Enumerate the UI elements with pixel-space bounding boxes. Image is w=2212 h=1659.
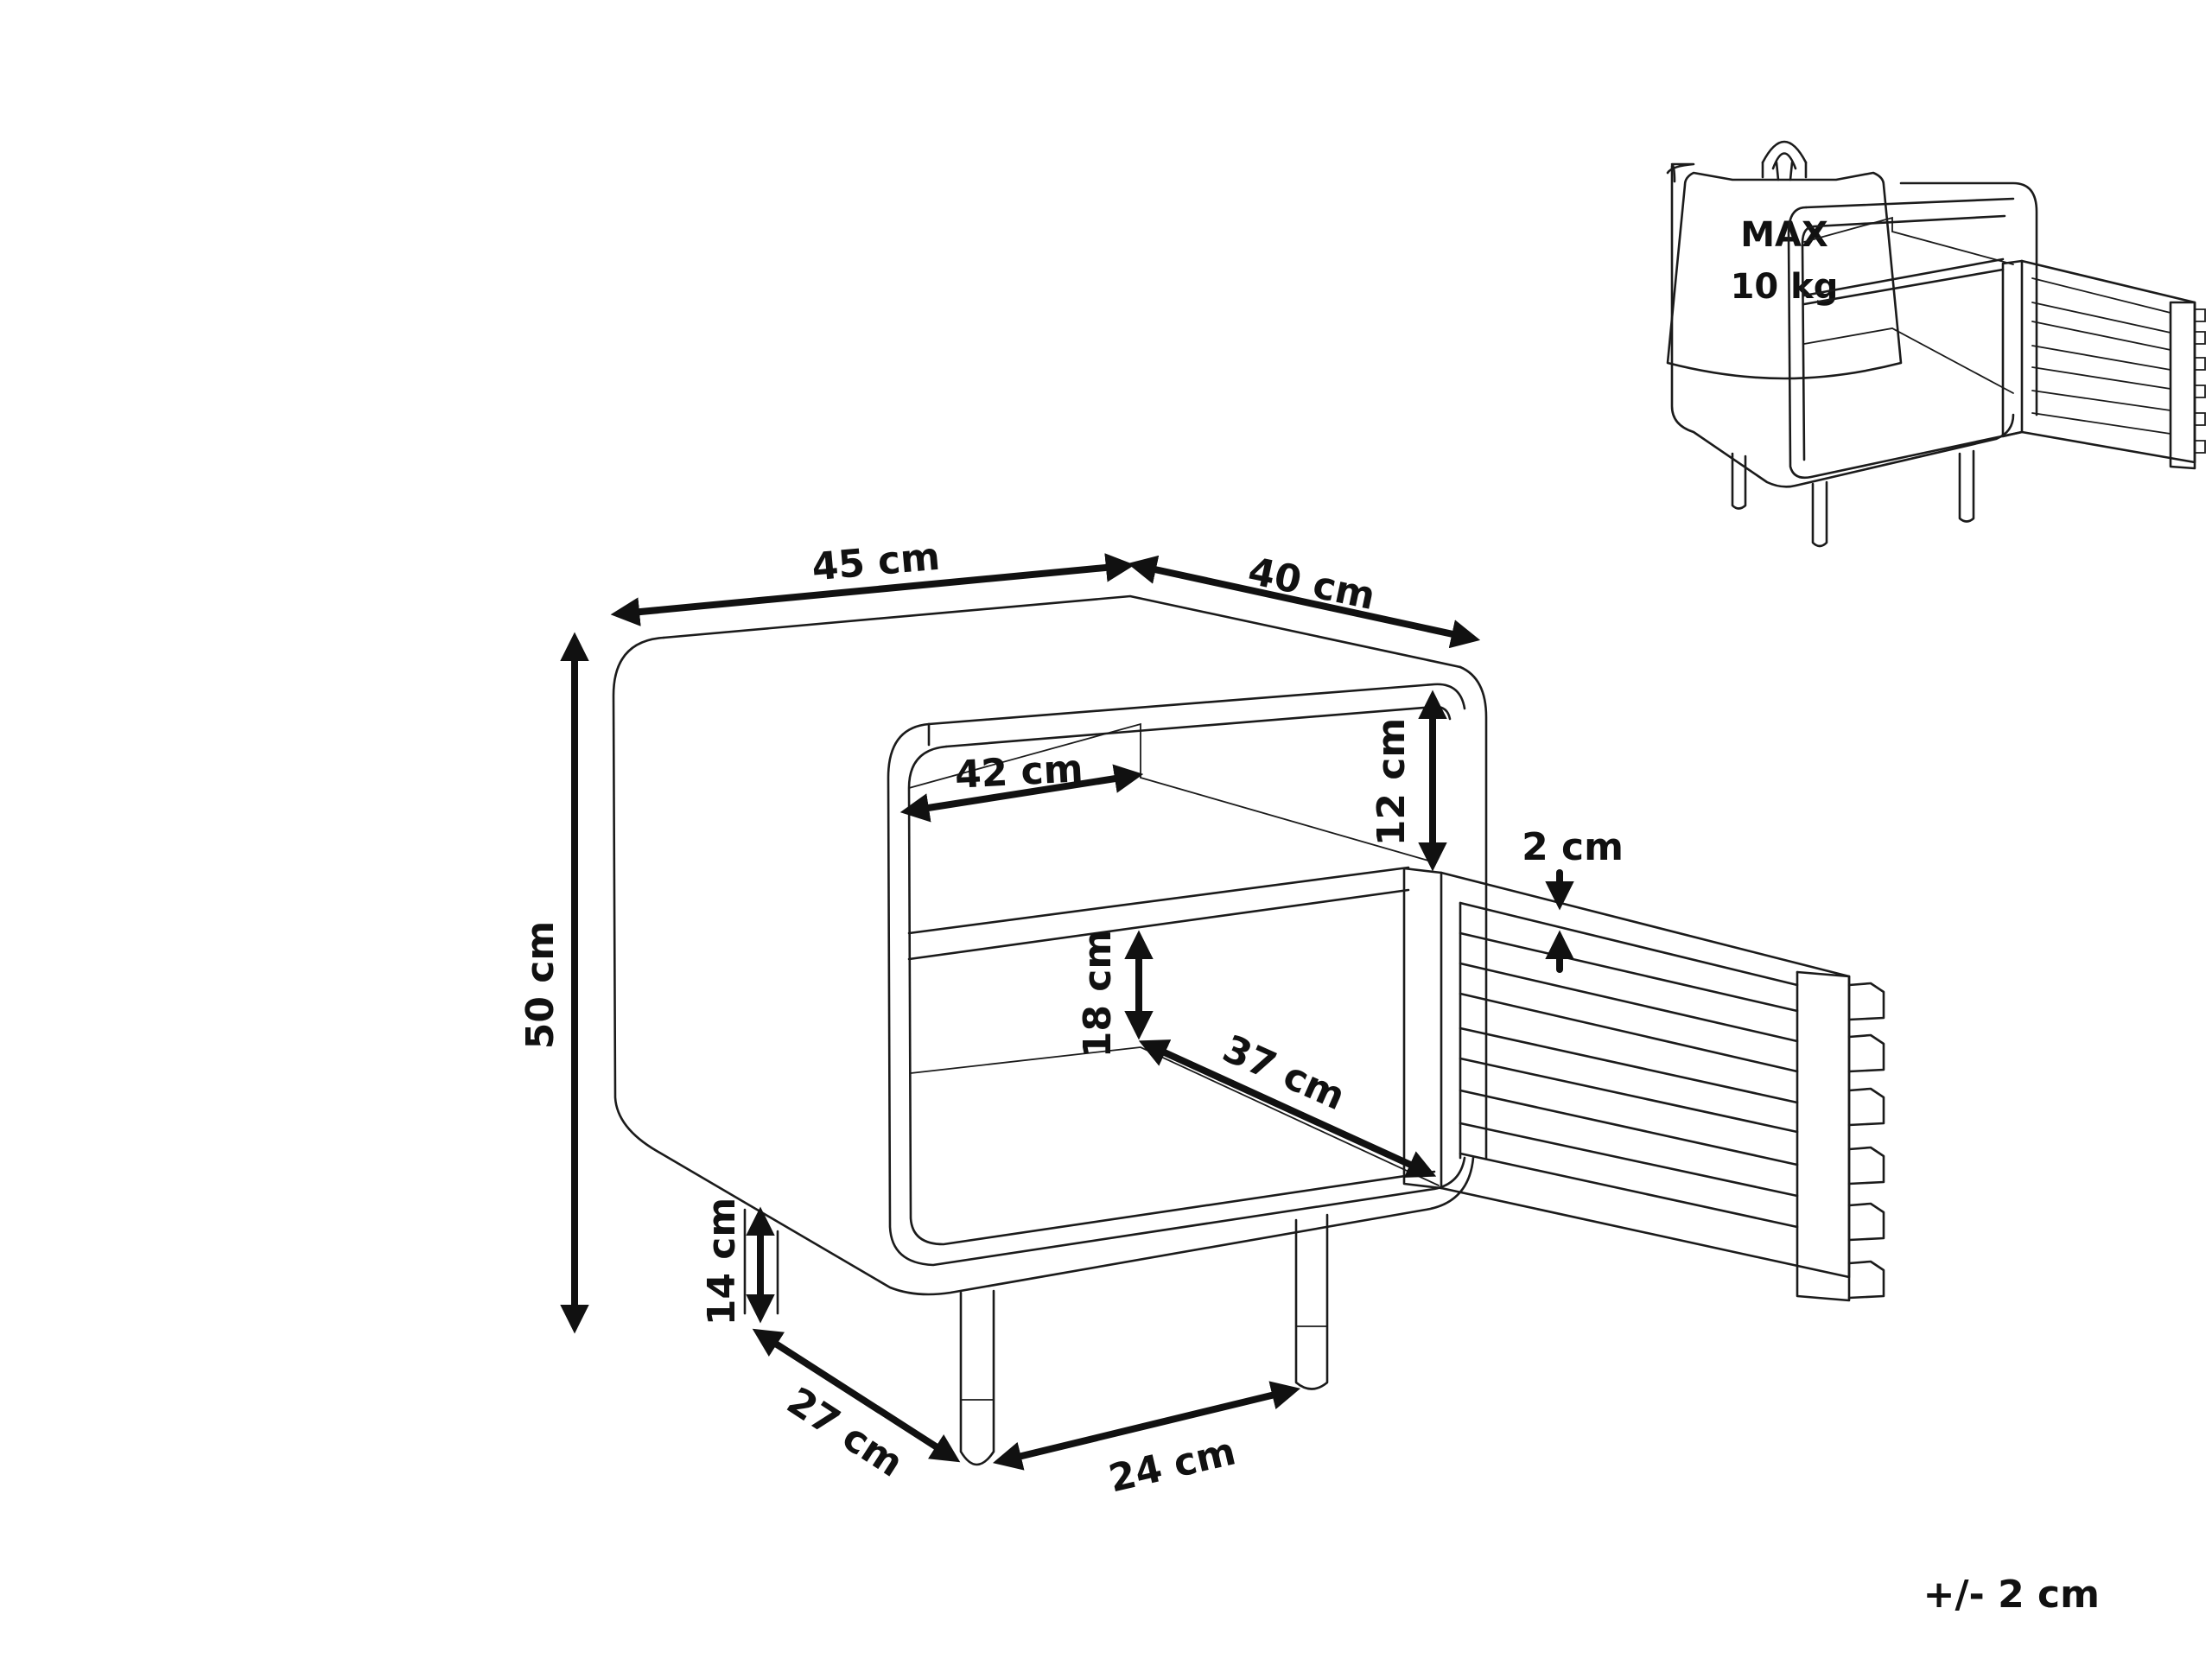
leg-spacing-depth-arrow [752,1328,961,1463]
leg-spacing-depth-label: 27 cm [779,1379,911,1486]
weight-value-label: 10 kg [1731,267,1839,307]
width-arrow [610,553,1135,626]
depth-label: 40 cm [1244,549,1379,619]
slat-spacing-label: 2 cm [1522,825,1624,869]
tolerance-label: +/- 2 cm [1923,1573,2100,1617]
inner-depth-arrow [1138,1039,1437,1178]
leg-spacing-width-label: 24 cm [1105,1429,1240,1501]
width-label: 45 cm [810,535,942,590]
upper-compartment-label: 12 cm [1370,718,1414,846]
leg-spacing-width-arrow [992,1381,1301,1471]
cabinet-outline [612,594,1488,1466]
weight-limit-inset: MAX 10 kg [1666,140,2206,548]
inner-width-label: 42 cm [954,747,1084,798]
height-label: 50 cm [518,921,563,1049]
leg-height-label: 14 cm [700,1198,744,1325]
depth-arrow [1127,555,1481,649]
weight-max-label: MAX [1740,215,1828,255]
inner-width-arrow [899,764,1144,823]
open-door [1402,867,1885,1302]
lower-compartment-label: 18 cm [1076,930,1120,1058]
